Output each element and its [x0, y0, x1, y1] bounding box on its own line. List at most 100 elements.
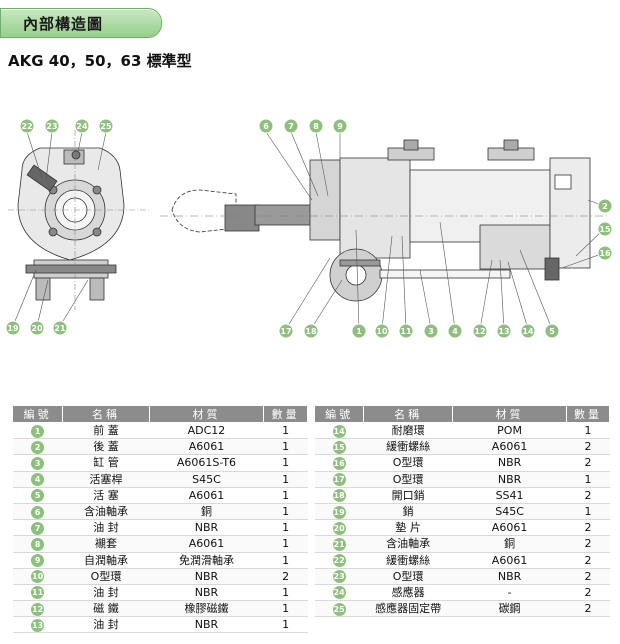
- part-number: 11: [12, 584, 63, 602]
- part-name: 活塞桿: [62, 471, 150, 488]
- part-name: 油 封: [62, 519, 150, 537]
- part-quantity: 2: [566, 454, 610, 472]
- callout-13: 13: [496, 323, 512, 339]
- part-number: 18: [314, 487, 364, 504]
- svg-text:22: 22: [21, 122, 32, 131]
- part-number: 4: [12, 471, 63, 488]
- svg-text:1: 1: [356, 327, 362, 336]
- callout-14: 14: [520, 323, 536, 339]
- part-material: A6061: [452, 519, 567, 537]
- part-number-badge: 16: [332, 456, 346, 470]
- part-number-badge: 18: [332, 489, 346, 503]
- model-title: AKG 40，50，63 標準型: [8, 52, 192, 70]
- callout-11: 11: [398, 323, 414, 339]
- part-name: 銷: [363, 503, 453, 521]
- part-material: POM: [452, 422, 567, 440]
- part-number: 6: [12, 503, 63, 521]
- part-material: ADC12: [149, 422, 264, 440]
- part-material: 免潤滑軸承: [149, 552, 264, 569]
- part-quantity: 2: [566, 438, 610, 456]
- callout-15: 15: [597, 221, 613, 237]
- part-quantity: 2: [263, 568, 308, 585]
- part-material: A6061: [452, 552, 567, 569]
- part-name: 油 封: [62, 584, 150, 602]
- part-name: 襯套: [62, 535, 150, 553]
- section-title: 內部構造圖: [23, 15, 104, 33]
- svg-text:4: 4: [452, 327, 458, 336]
- part-material: 橡膠磁鐵: [149, 600, 264, 618]
- part-number-badge: 14: [332, 424, 346, 438]
- callout-10: 10: [374, 323, 390, 339]
- svg-text:2: 2: [602, 202, 608, 211]
- part-number-badge: 23: [332, 570, 346, 584]
- table-header-row: 編號 名稱 材質 數量: [11, 405, 308, 423]
- svg-text:15: 15: [599, 225, 611, 234]
- part-name: 緩衝螺絲: [363, 438, 453, 456]
- svg-text:13: 13: [498, 327, 509, 336]
- part-number: 3: [12, 454, 63, 472]
- part-quantity: 2: [566, 584, 610, 602]
- callout-24: 24: [74, 118, 90, 134]
- part-number-badge: 11: [31, 586, 45, 600]
- part-quantity: 1: [263, 487, 308, 504]
- part-number-badge: 6: [31, 505, 45, 519]
- callout-6: 6: [258, 118, 274, 134]
- callout-25: 25: [98, 118, 114, 134]
- part-material: A6061: [452, 438, 567, 456]
- part-number: 12: [12, 600, 63, 618]
- part-name: 開口銷: [363, 487, 453, 504]
- part-quantity: 1: [566, 503, 610, 521]
- part-name: 活 塞: [62, 487, 150, 504]
- part-number: 8: [12, 535, 63, 553]
- callout-8: 8: [308, 118, 324, 134]
- callout-2: 2: [597, 198, 613, 214]
- svg-text:8: 8: [313, 122, 319, 131]
- part-material: NBR: [452, 454, 567, 472]
- side-section-drawing: [171, 139, 591, 302]
- part-quantity: 1: [263, 552, 308, 569]
- part-number: 5: [12, 487, 63, 504]
- svg-text:17: 17: [280, 327, 291, 336]
- part-material: SS41: [452, 487, 567, 504]
- callout-7: 7: [283, 118, 299, 134]
- header-no: 編號: [313, 405, 365, 423]
- callout-20: 20: [29, 320, 45, 336]
- part-number-badge: 25: [332, 602, 346, 616]
- part-number: 16: [314, 454, 364, 472]
- part-number-badge: 9: [31, 554, 45, 568]
- svg-text:21: 21: [54, 324, 66, 333]
- callout-3: 3: [423, 323, 439, 339]
- part-number-badge: 12: [31, 602, 45, 616]
- callout-17: 17: [278, 323, 294, 339]
- part-number-badge: 4: [31, 473, 45, 487]
- part-number: 19: [314, 503, 364, 521]
- part-number-badge: 8: [31, 537, 45, 551]
- part-material: 銅: [452, 535, 567, 553]
- callout-22: 22: [19, 118, 35, 134]
- part-quantity: 2: [566, 568, 610, 585]
- part-quantity: 1: [263, 454, 308, 472]
- part-number: 17: [314, 471, 364, 488]
- part-quantity: 1: [263, 519, 308, 537]
- callout-23: 23: [44, 118, 60, 134]
- part-name: O型環: [363, 568, 453, 585]
- part-name: 耐磨環: [363, 422, 453, 440]
- callout-18: 18: [303, 323, 319, 339]
- part-material: NBR: [149, 584, 264, 602]
- part-number-badge: 24: [332, 586, 346, 600]
- svg-text:10: 10: [376, 327, 388, 336]
- callout-9: 9: [332, 118, 348, 134]
- part-number: 9: [12, 552, 63, 569]
- part-name: 油 封: [62, 616, 150, 634]
- svg-text:5: 5: [549, 327, 555, 336]
